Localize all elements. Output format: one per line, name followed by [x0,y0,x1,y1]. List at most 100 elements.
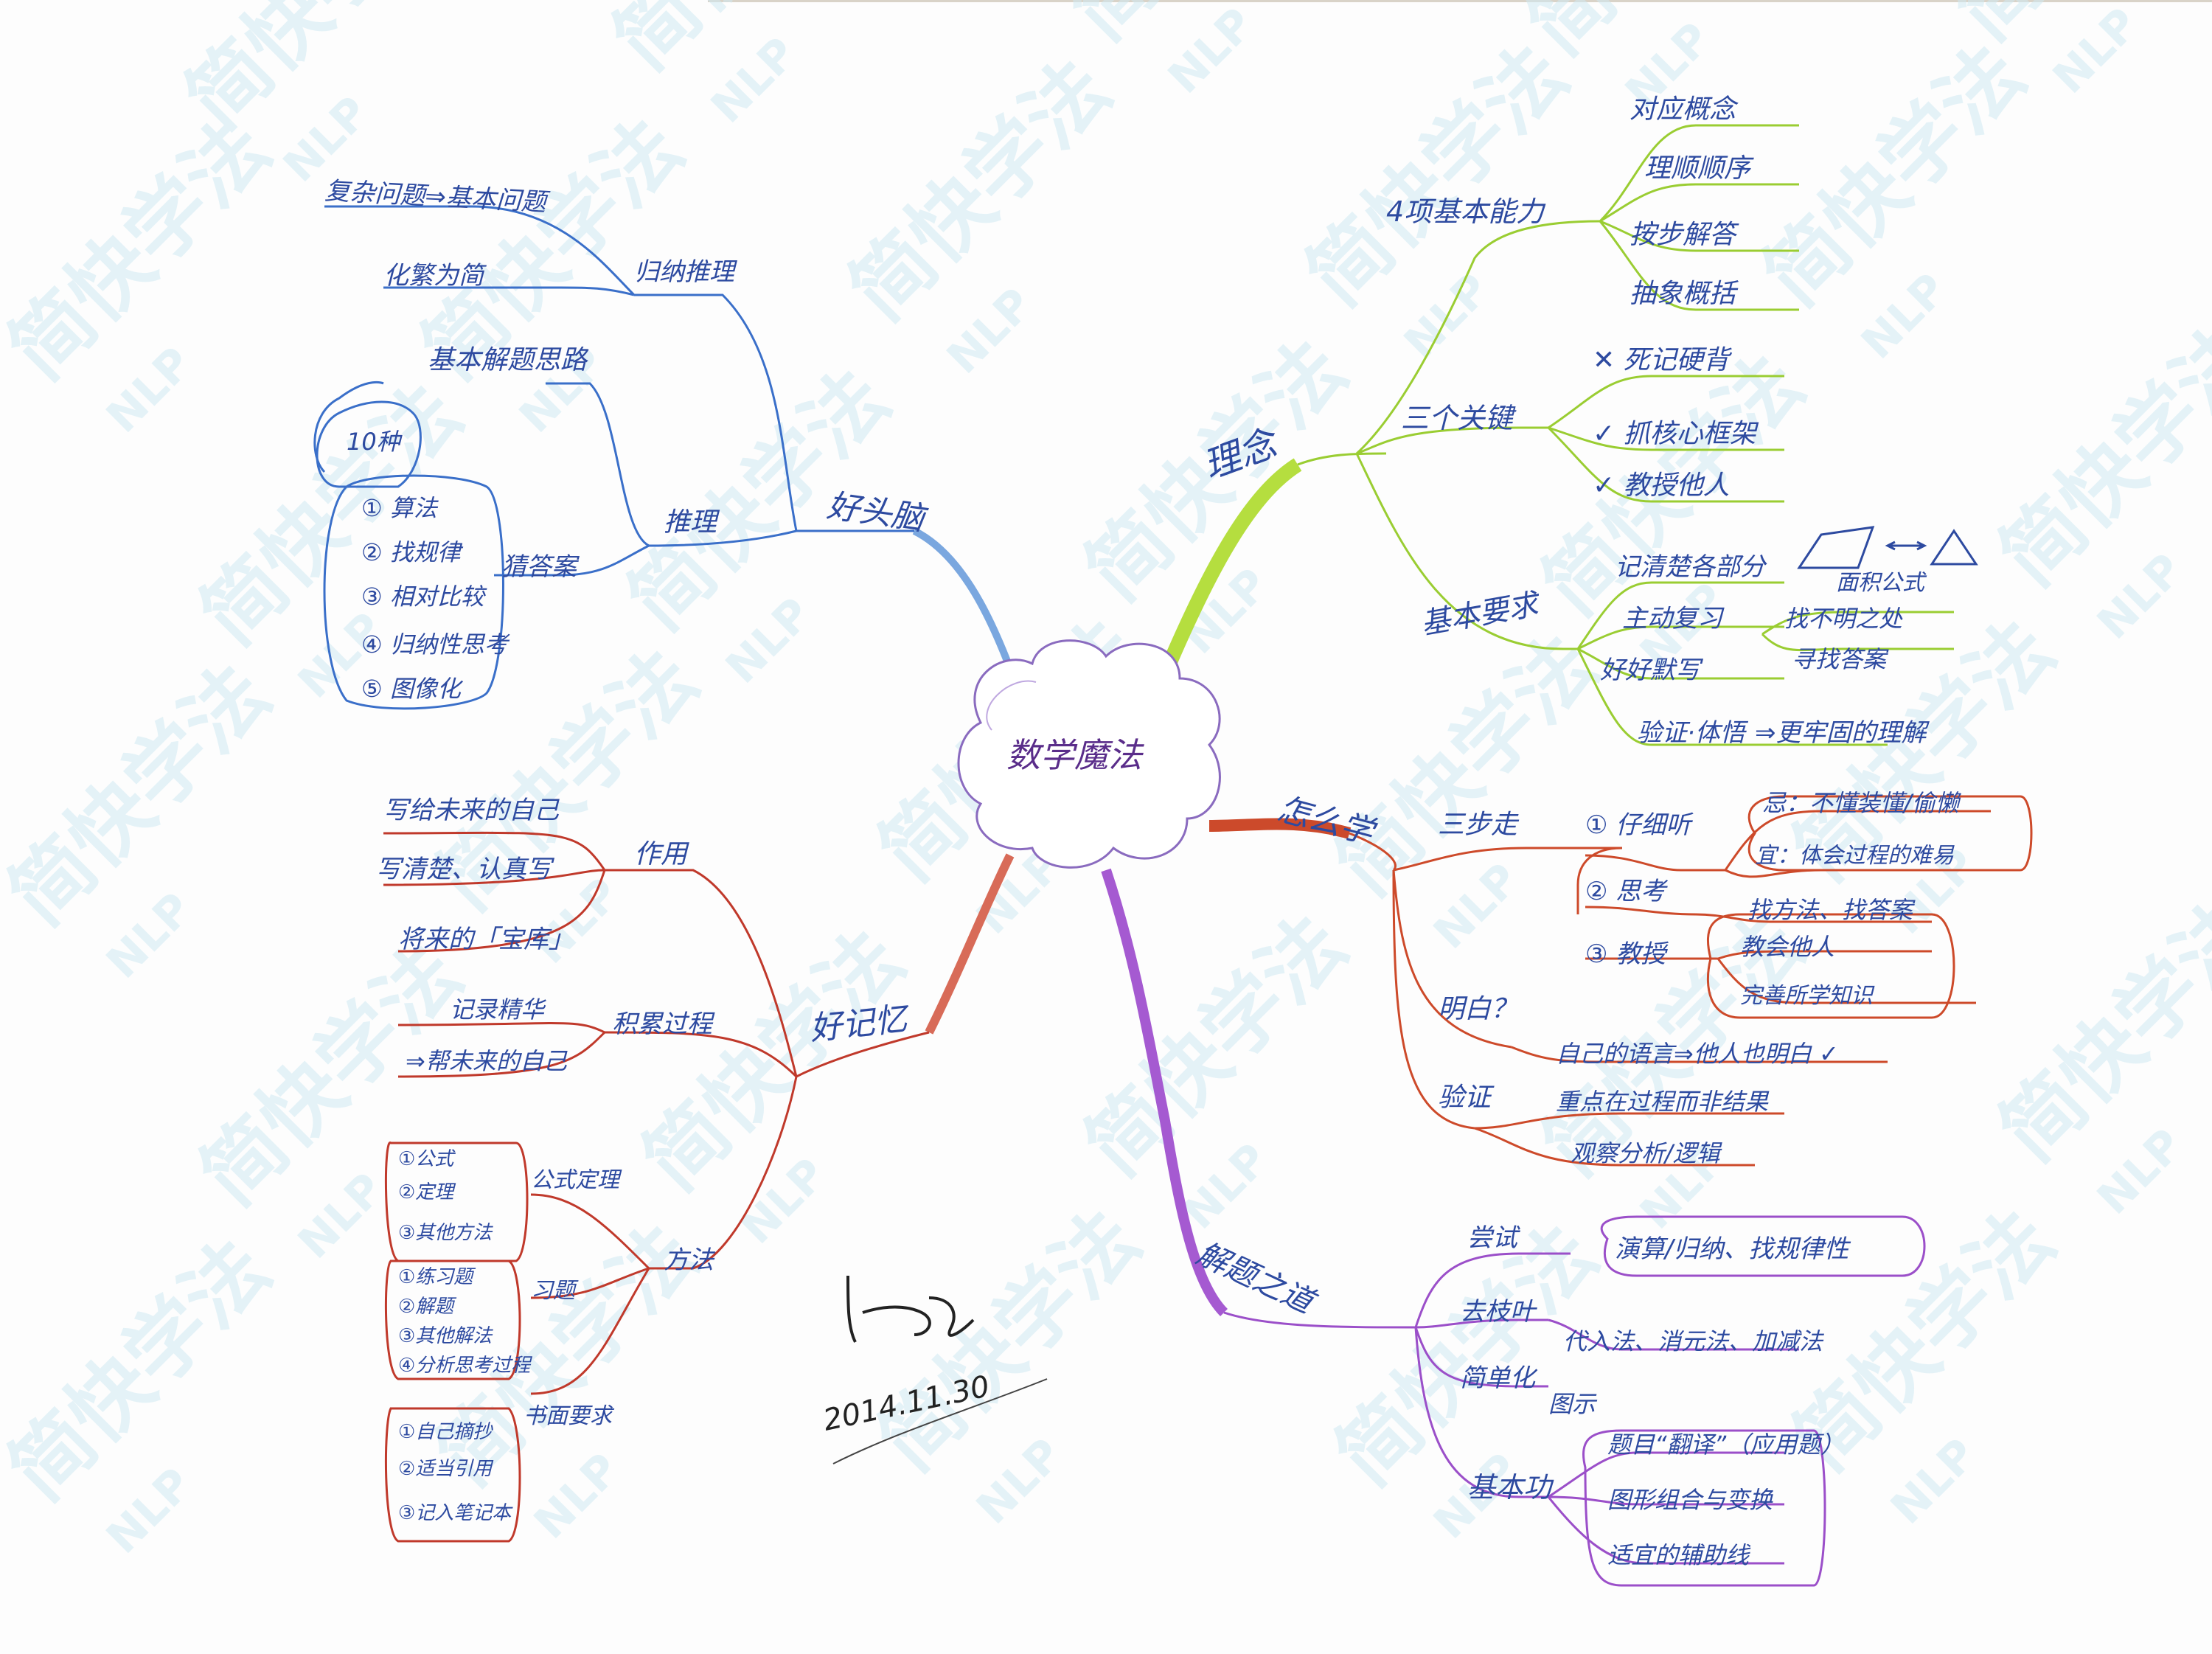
node-practice: 习题 [531,1278,579,1304]
node-basic-ability: 基本功 [1467,1471,1554,1504]
watermark-subtext: NLP [1158,0,1264,104]
node-req-shape: □⇔公式 [1991,515,1994,517]
watermark-subtext: NLP [288,1163,394,1268]
node-formula-2: ②定理 [398,1181,456,1203]
node-verify: 验证 [1438,1083,1495,1113]
node-basic-requirements: 基本要求 [1419,587,1544,642]
node-req-1: 记清楚各部分 [1615,552,1767,582]
node-verify-2: 观察分析/逻辑 [1571,1139,1723,1167]
note-boxes [313,381,2033,1587]
node-ability-c: 适宜的辅助线 [1607,1541,1751,1569]
branch-connectors-haojiyi [383,831,1015,1395]
watermark-text: 简快学法 [1982,883,2212,1179]
node-step-3-note-2: 完善所学知识 [1740,983,1875,1009]
node-try-note: 演算/归纳、找规律性 [1615,1234,1851,1264]
node-key-3: ✓ 教授他人 [1593,470,1730,501]
watermark-subtext: NLP [2087,1119,2193,1224]
node-req-extra-2: 寻找答案 [1792,645,1889,673]
node-formula-3: ③其他方法 [398,1222,493,1244]
watermark-subtext: NLP [716,588,821,693]
watermark-text: 简快学法 [1068,897,1364,1194]
branch-connectors-jietizhidao [1101,868,1799,1565]
watermark-text: 简快学法 [832,42,1128,338]
node-accumulate-2: ⇒帮未来的自己 [406,1047,568,1075]
node-notes-2: ②适当引用 [398,1458,494,1480]
node-ability-1: 对应概念 [1630,94,1739,125]
watermark-subtext: NLP [1881,1428,1986,1534]
branch-connectors-haonaoli [324,205,1029,709]
watermark-subtext: NLP [2087,543,2193,649]
node-method: 方法 [664,1245,716,1275]
node-induction-2: 化繁为简 [383,261,487,291]
node-step-2-note: 找方法、找答案 [1747,896,1916,924]
node-practice-3: ③其他解法 [398,1325,493,1347]
node-guess-5: ⑤ 图像化 [361,675,464,703]
node-step-3-note-1: 教会他人 [1740,933,1834,961]
parallelogram-shape [1797,526,1978,569]
node-guess-3: ③ 相对比较 [361,583,487,611]
node-step-2: ② 思考 [1585,877,1668,906]
paper-edge [708,0,2212,2]
watermark-subtext: NLP [2043,0,2149,104]
node-step-1: ① 仔细听 [1585,810,1694,840]
node-practice-4: ④分析思考过程 [398,1355,532,1377]
node-req-4: 验证·体悟 [1637,718,1749,748]
node-simplify: 简单化 [1460,1363,1538,1393]
watermark-subtext: NLP [97,883,202,988]
watermark-subtext: NLP [1851,263,1957,369]
node-simplify-note: 图示 [1548,1390,1598,1418]
node-four-abilities: 4项基本能力 [1386,195,1546,228]
watermark-text: 简快学法 [0,101,288,397]
node-accumulate: 积累过程 [612,1010,715,1039]
node-induction: 归纳推理 [634,257,737,287]
node-formula-1: ①公式 [398,1148,456,1170]
watermark-text: 简快学法 [1746,27,2042,324]
node-guess-2: ② 找规律 [361,538,464,566]
node-step-3: ③ 教授 [1585,939,1669,969]
node-req-5: ⇒更牢固的理解 [1755,718,1930,748]
node-step-1-note-1: 忌：不懂装懂/偷懒 [1762,789,1962,817]
node-thinking: 推理 [664,507,720,538]
node-ability-a: 题目“翻译”（应用题） [1607,1431,1844,1459]
node-step-1-note-2: 宜：体会过程的难易 [1755,843,1955,869]
watermark-subtext: NLP [97,1458,202,1563]
node-formula: 公式定理 [531,1167,622,1193]
central-topic: 数学魔法 [1006,735,1144,775]
node-req-note: 面积公式 [1836,570,1927,596]
watermark-text: 简快学法 [1289,27,1585,324]
signature-mark [832,1275,1048,1464]
node-three-steps: 三步走 [1438,810,1520,840]
node-practice-2: ②解题 [398,1296,456,1318]
watermark-text: 简快学法 [1318,617,1615,914]
watermark-text: 简快学法 [625,912,922,1209]
node-induction-1: 复杂问题⇒基本问题 [324,176,552,218]
node-understood: 明白？ [1438,994,1517,1024]
node-req-3: 好好默写 [1600,656,1704,685]
node-req-2: 主动复习 [1622,604,1725,633]
node-accumulate-1: 记录精华 [450,995,546,1024]
node-notes-3: ③记入笔记本 [398,1502,513,1524]
watermark-subtext: NLP [937,278,1043,383]
node-practice-1: ①练习题 [398,1266,476,1288]
node-ability-4: 抽象概括 [1630,279,1739,309]
watermark-text: 简快学法 [0,647,288,943]
node-ability-3: 按步解答 [1630,220,1739,250]
watermark-subtext: NLP [524,1443,630,1549]
node-understood-note: 自己的语言⇒他人也明白 ✓ [1556,1040,1839,1068]
node-req-extra-1: 找不明之处 [1784,605,1903,633]
branch-label-jietizhidao: 解题之道 [1192,1235,1323,1322]
node-notes: 书面要求 [524,1403,615,1429]
node-basic-methods: 基本解题思路 [428,345,589,375]
node-key-1: ✕ 死记硬背 [1593,345,1733,375]
node-guess-1: ① 算法 [361,494,439,522]
node-function-2: 写清楚、认真写 [376,855,555,884]
node-remove: 去枝叶 [1460,1297,1537,1327]
central-cloud [957,639,1221,869]
node-guess: 猜答案 [501,552,580,582]
node-function-1: 写给未来的自己 [383,796,560,825]
node-function: 作用 [634,839,689,869]
node-key-2: ✓ 抓核心框架 [1593,419,1759,449]
node-remove-note: 代入法、消元法、加减法 [1563,1327,1825,1355]
